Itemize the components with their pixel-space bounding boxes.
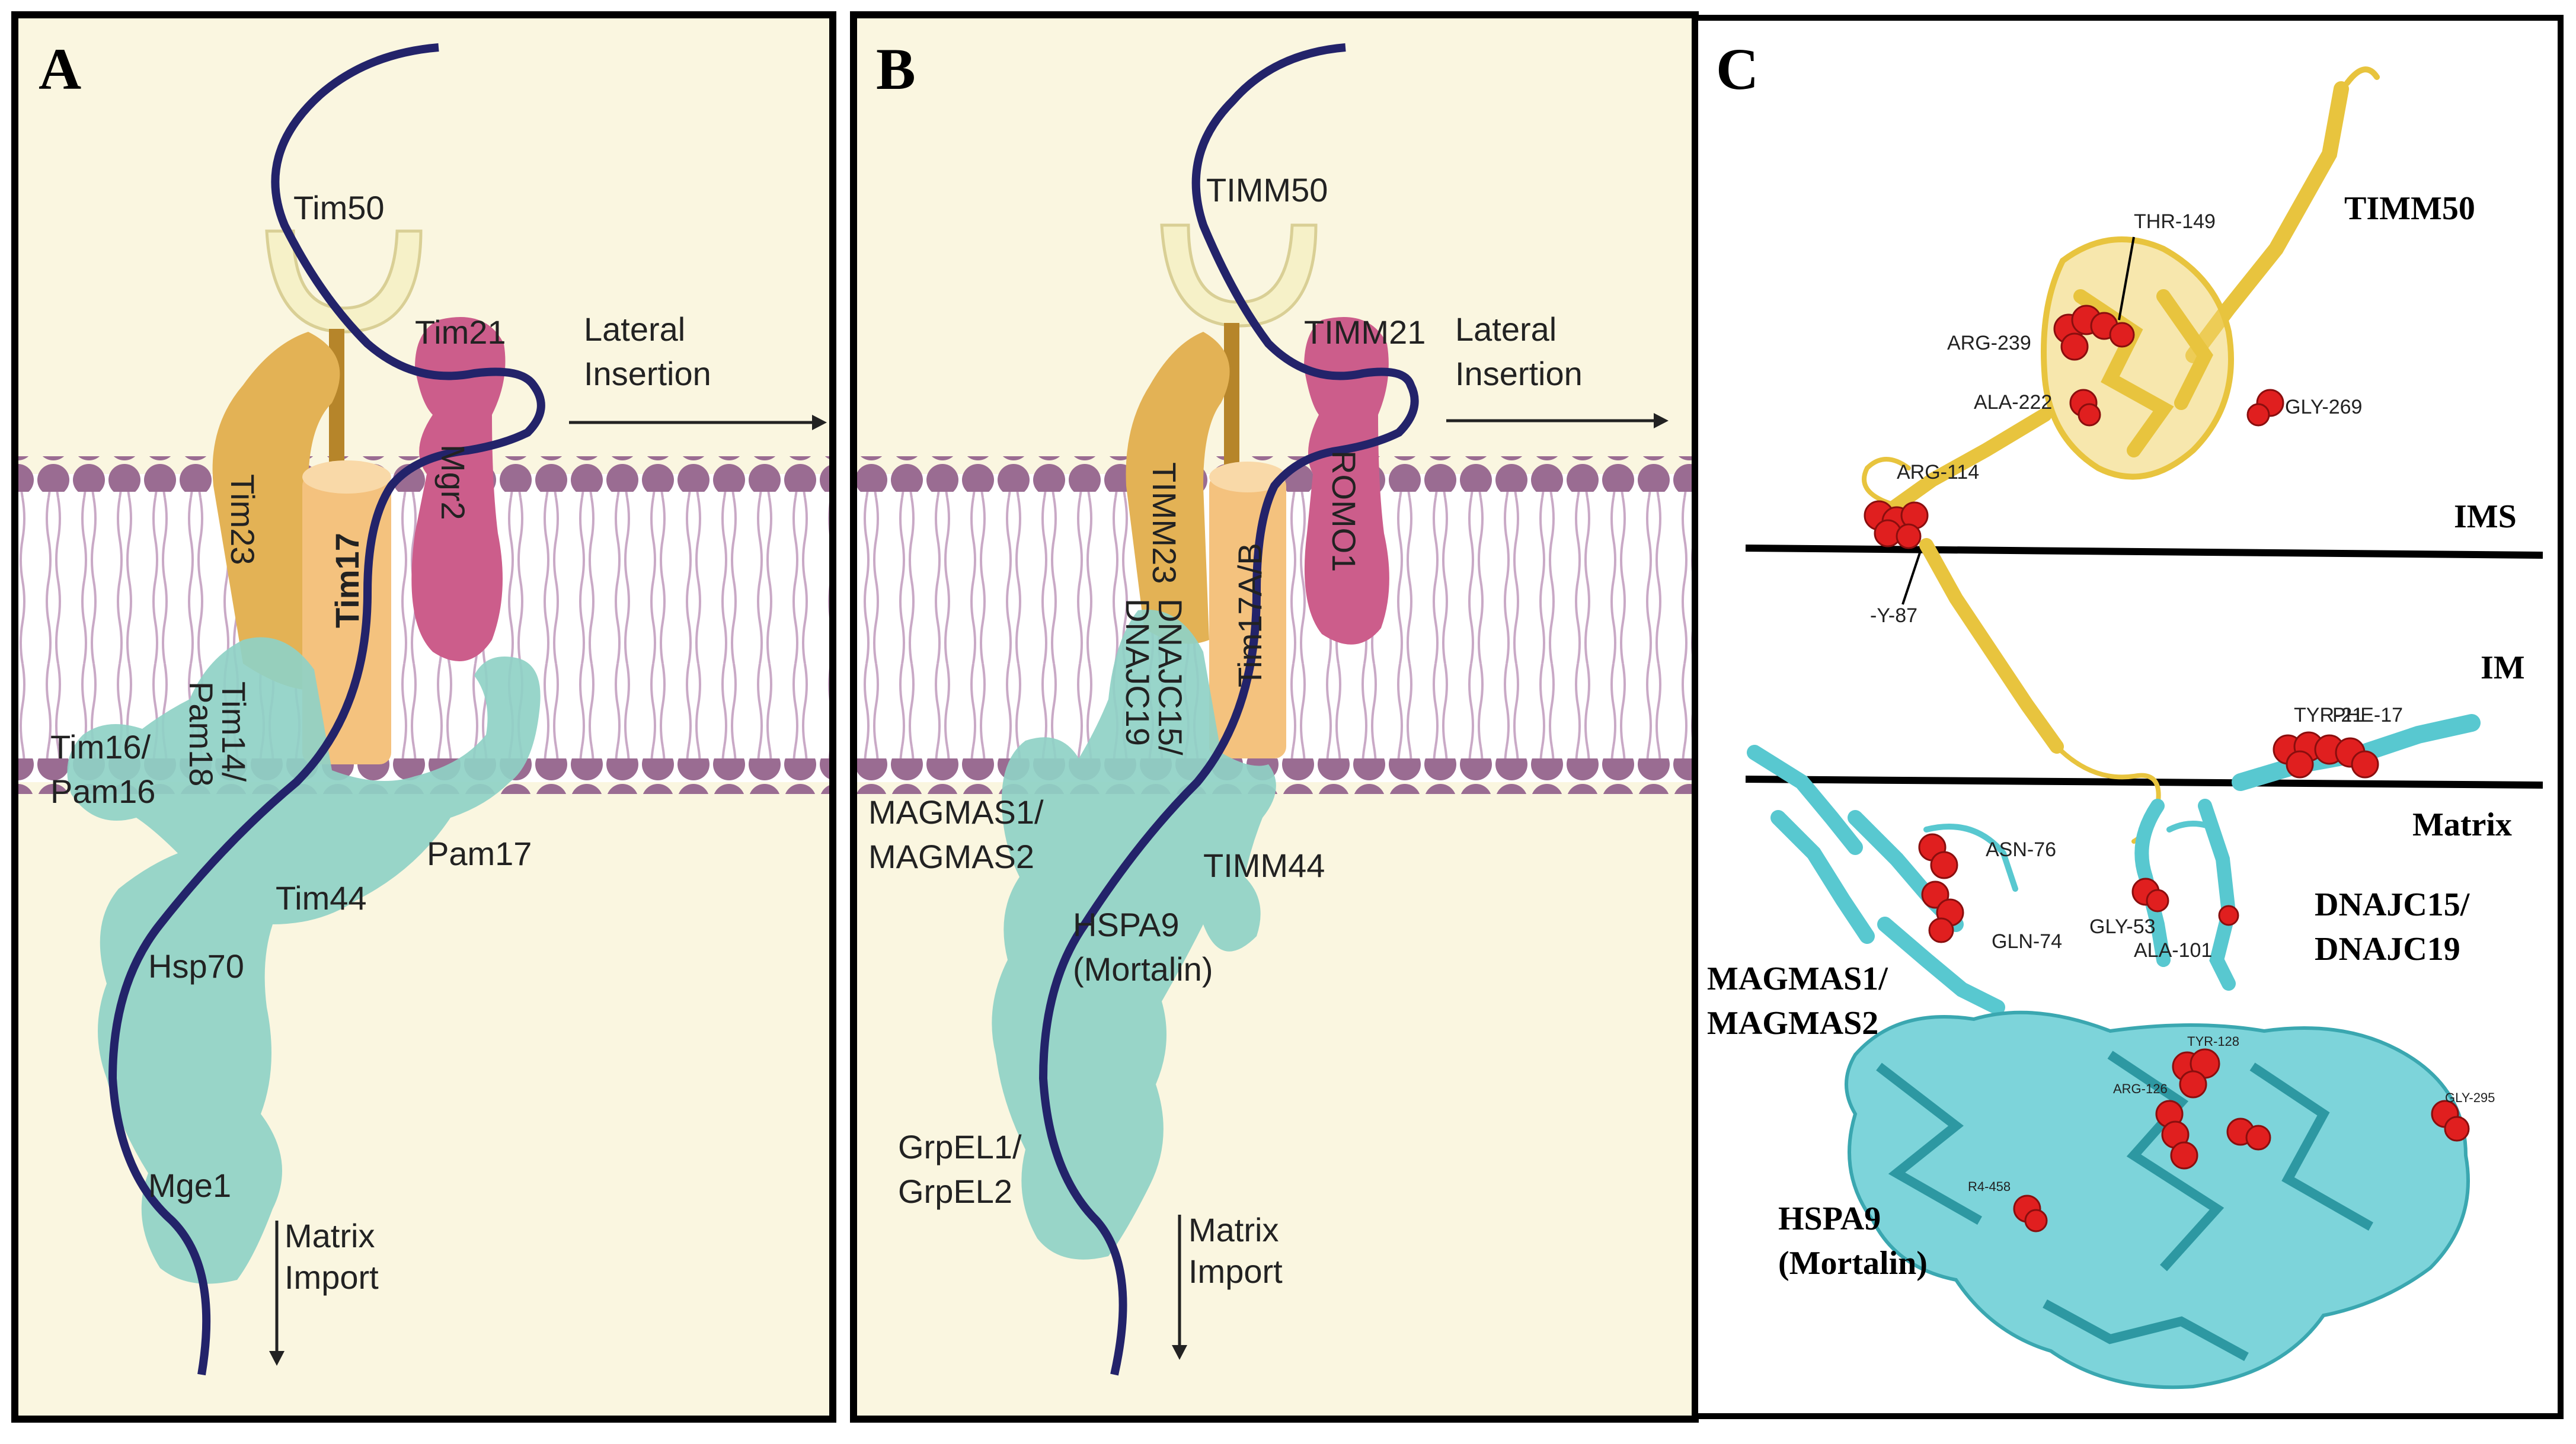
label-hspa9: HSPA9	[1073, 906, 1179, 943]
label-grpel2: GrpEL2	[898, 1173, 1012, 1210]
label-import-b: Import	[1188, 1253, 1283, 1290]
label-c-mortalin: (Mortalin)	[1778, 1245, 1928, 1282]
label-c-matrix: Matrix	[2412, 806, 2512, 843]
label-romo1: ROMO1	[1325, 450, 1363, 572]
residue-gly53: GLY-53	[2089, 915, 2156, 938]
hspa9-structure	[1845, 1010, 2470, 1389]
label-grpel1: GrpEL1/	[898, 1128, 1022, 1166]
label-import: Import	[285, 1259, 379, 1296]
label-matrix: Matrix	[285, 1217, 375, 1254]
residue-arg239: ARG-239	[1947, 332, 2031, 354]
label-mortalin-b: (Mortalin)	[1073, 950, 1213, 988]
label-c-magmas1: MAGMAS1/	[1707, 960, 1888, 997]
residue-tyr128: TYR-128	[2187, 1034, 2239, 1049]
label-c-ims: IMS	[2454, 498, 2517, 535]
residue-ala222: ALA-222	[1974, 391, 2052, 414]
label-tim17ab: Tim17A/B	[1231, 543, 1268, 687]
label-tim14: Tim14/	[215, 681, 253, 782]
panel-c: C	[1692, 15, 2564, 1419]
label-tim16: Tim16/	[50, 728, 151, 766]
label-mgr2: Mgr2	[434, 444, 472, 520]
timm50-protein	[1160, 223, 1318, 471]
ims-boundary-line	[1745, 545, 2543, 559]
thr149-pointer	[2118, 236, 2135, 321]
label-tim17: Tim17	[328, 533, 366, 628]
residue-gln74: GLN-74	[1992, 930, 2062, 953]
label-tim21: Tim21	[415, 313, 506, 351]
residue-asn76: ASN-76	[1986, 838, 2056, 861]
label-c-dnajc15: DNAJC15/	[2315, 886, 2470, 923]
panel-b-letter: B	[876, 36, 916, 102]
tim21-protein	[411, 317, 506, 661]
residue-gly269: GLY-269	[2285, 396, 2362, 418]
gly87-pointer	[1901, 550, 1922, 605]
label-pam17: Pam17	[427, 835, 532, 872]
magmas-structure	[1747, 745, 2018, 1015]
label-c-dnajc19: DNAJC19	[2315, 931, 2460, 968]
label-insertion-b: Insertion	[1455, 355, 1583, 392]
pam-complex	[67, 637, 541, 1284]
residue-thr149: THR-149	[2134, 210, 2216, 233]
label-c-timm50: TIMM50	[2344, 190, 2475, 227]
label-tim44: Tim44	[276, 879, 367, 917]
residue-tyr21: TYR-21	[2294, 704, 2363, 726]
label-dnajc15: DNAJC15/	[1152, 598, 1189, 755]
label-dnajc19: DNAJC19	[1119, 598, 1156, 746]
polypeptide-chain	[108, 43, 545, 1376]
label-tim23: Tim23	[224, 474, 261, 565]
label-c-magmas2: MAGMAS2	[1707, 1005, 1878, 1042]
panel-c-letter: C	[1716, 36, 1759, 102]
label-tim50: Tim50	[293, 189, 385, 226]
matrix-boundary-line	[1745, 776, 2543, 789]
residue-spheres	[1864, 305, 2470, 1232]
romo1-protein	[1304, 317, 1389, 645]
panel-a-letter: A	[39, 36, 81, 102]
label-timm44: TIMM44	[1203, 847, 1325, 884]
label-timm23: TIMM23	[1146, 462, 1183, 584]
label-magmas1: MAGMAS1/	[868, 793, 1044, 831]
label-matrix-b: Matrix	[1188, 1211, 1279, 1248]
label-c-im: IM	[2481, 649, 2525, 686]
label-timm21: TIMM21	[1304, 313, 1426, 351]
label-timm50: TIMM50	[1206, 171, 1328, 209]
residue-arg126: ARG-126	[2113, 1081, 2168, 1096]
panel-a: A Tim50 Tim21 Lateral Insertion Tim16/ P…	[11, 11, 836, 1423]
label-insertion: Insertion	[584, 355, 711, 392]
label-c-hspa9: HSPA9	[1778, 1200, 1881, 1237]
label-pam18: Pam18	[183, 681, 220, 786]
residue-phe17: PHE-17	[2332, 704, 2403, 726]
label-lateral-b: Lateral	[1455, 310, 1557, 348]
label-pam16: Pam16	[50, 773, 155, 810]
label-magmas2: MAGMAS2	[868, 838, 1034, 875]
residue-arg114: ARG-114	[1897, 461, 1979, 484]
label-hsp70: Hsp70	[148, 947, 244, 985]
polypeptide-chain-b	[1038, 43, 1419, 1376]
timm23-protein	[1126, 332, 1230, 644]
residue-ala101: ALA-101	[2134, 939, 2212, 962]
label-lateral: Lateral	[584, 310, 685, 348]
residue-gly295: GLY-295	[2445, 1090, 2495, 1105]
residue-gly87: -Y-87	[1870, 604, 1917, 627]
residue-r458: R4-458	[1968, 1179, 2011, 1194]
tim17ab-protein	[1209, 462, 1286, 758]
panel-b: B TIMM50 TIMM21 Lateral Insertion MAGMAS…	[850, 11, 1699, 1423]
label-mge1: Mge1	[148, 1167, 231, 1204]
